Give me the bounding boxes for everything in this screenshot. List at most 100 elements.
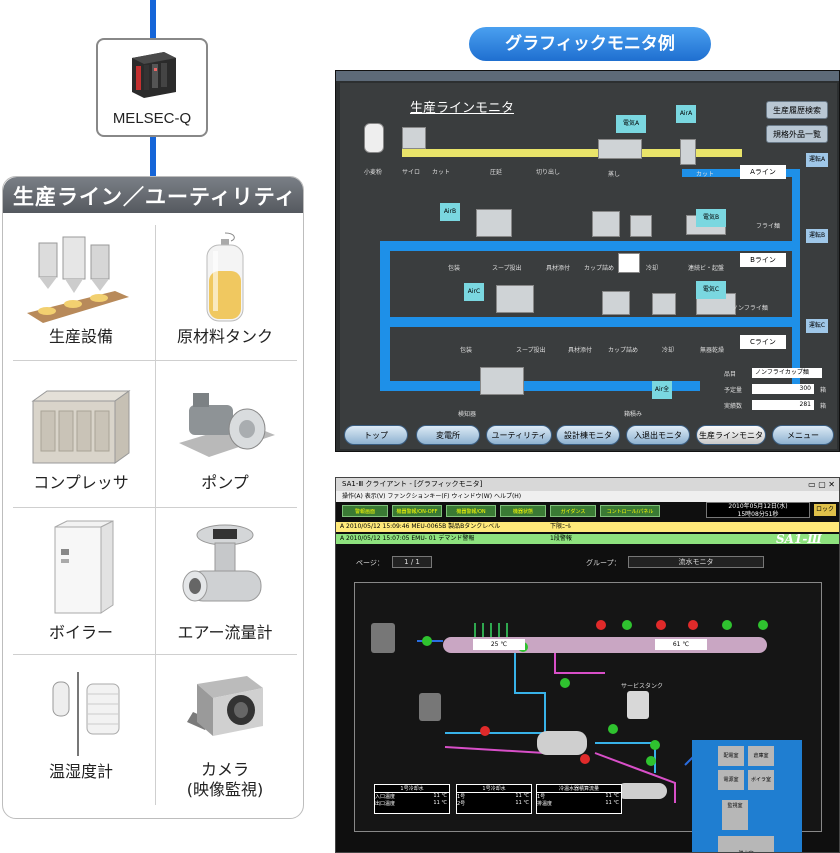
production-history-button[interactable]: 生産履歴検索 xyxy=(766,101,828,119)
grid-divider-2 xyxy=(13,507,297,508)
date-text: 2010年05月12日(水) xyxy=(728,503,788,510)
elec-a-tag[interactable]: 電気A xyxy=(616,115,646,133)
room-monitor[interactable]: 監視室 xyxy=(722,800,748,830)
production-equipment-icon xyxy=(27,236,129,323)
nav-substation[interactable]: 変電所 xyxy=(416,425,480,445)
conveyor-left-vertical xyxy=(380,241,390,391)
item-compressor[interactable]: コンプレッサ xyxy=(11,369,151,513)
datetime-display: 2010年05月12日(水) 15時08分51秒 xyxy=(706,502,810,518)
nav-design-building[interactable]: 設計棟モニタ xyxy=(556,425,620,445)
item-label: カメラ (映像監視) xyxy=(186,760,264,799)
nav-utility[interactable]: ユーティリティ xyxy=(486,425,552,445)
packer-c xyxy=(496,285,534,313)
group-field[interactable]: 流水モニタ xyxy=(628,556,764,568)
conveyor-right-vertical xyxy=(792,169,800,385)
process-label: カット xyxy=(696,171,715,178)
window-titlebar: SA1-Ⅲ クライアント - [グラフィックモニタ] xyxy=(336,478,839,491)
line-a-label: Aライン xyxy=(740,165,786,179)
nav-entry-exit[interactable]: 入退出モニタ xyxy=(626,425,690,445)
run-b-tag[interactable]: 運転B xyxy=(806,229,828,243)
nav-menu[interactable]: メニュー xyxy=(772,425,834,445)
temp-right: 61 ℃ xyxy=(655,639,707,650)
network-line-top xyxy=(150,0,156,38)
conveyor-b xyxy=(380,241,800,251)
cooler-b xyxy=(630,215,652,237)
item-label: ボイラー xyxy=(48,623,113,642)
room-substation[interactable]: 配電室 xyxy=(718,746,744,766)
table-flow-total: 冷温水器積算流量 1号 11 ℃ 排温度 11 ℃ xyxy=(536,784,622,814)
air-c-tag[interactable]: AirC xyxy=(464,283,484,301)
toolbar-alarm-on[interactable]: 機器警報/ON xyxy=(446,505,496,517)
thermo-hygrometer-icon xyxy=(52,672,120,756)
process-label: 冷却 xyxy=(646,265,659,272)
cooler-c xyxy=(652,293,676,315)
alarm-row-1[interactable]: A 2010/05/12 15:09:46 MEU-0065B 製品Bタンクレベ… xyxy=(336,522,839,532)
elec-b-tag[interactable]: 電気B xyxy=(696,209,726,227)
process-label: 検知器 xyxy=(458,411,477,418)
boiler-icon xyxy=(54,520,114,614)
toolbar-control-panel[interactable]: コントロール/パネル xyxy=(600,505,660,517)
table-row: 出口温度 11 ℃ xyxy=(375,800,447,807)
toolbar-guidance[interactable]: ガイダンス xyxy=(550,505,596,517)
nav-production-line[interactable]: 生産ラインモニタ xyxy=(696,425,766,445)
toolbar-alarm-screen[interactable]: 警報画面 xyxy=(342,505,388,517)
item-pump[interactable]: ポンプ xyxy=(155,369,295,513)
conveyor-a xyxy=(402,149,742,157)
item-production-equipment[interactable]: 生産設備 xyxy=(11,223,151,367)
item-label: 生産設備 xyxy=(48,327,113,346)
plan-unit: 箱 xyxy=(820,387,827,394)
nonstandard-list-button[interactable]: 規格外品一覧 xyxy=(766,125,828,143)
cup-filler-b xyxy=(592,211,620,237)
cutter-machine xyxy=(402,127,426,149)
menu-bar[interactable]: 操作(A) 表示(V) ファンクションキー(F) ウィンドウ(W) ヘルプ(H) xyxy=(336,491,839,502)
process-label: カット xyxy=(432,169,451,176)
run-c-tag[interactable]: 運転C xyxy=(806,319,828,333)
run-a-tag[interactable]: 運転A xyxy=(806,153,828,167)
panel-header: 生産ライン／ユーティリティ xyxy=(3,177,303,213)
toolbar-alarm-onoff[interactable]: 機器警報/ON-OFF xyxy=(392,505,442,517)
item-label: 温湿度計 xyxy=(48,762,113,781)
room-power[interactable]: 電源室 xyxy=(718,770,744,790)
table-row: 入口温度 11 ℃ xyxy=(375,793,447,800)
packer-b xyxy=(476,209,512,237)
elec-c-tag[interactable]: 電気C xyxy=(696,281,726,299)
actual-value: 281 xyxy=(752,400,814,410)
table-cooling-2: 1号冷却水 1号 11 ℃ 2号 11 ℃ xyxy=(456,784,532,814)
nav-top[interactable]: トップ xyxy=(344,425,408,445)
conveyor-c xyxy=(380,317,800,327)
plc-device-card[interactable]: MELSEC-Q xyxy=(96,38,208,137)
actual-unit: 箱 xyxy=(820,403,827,410)
alarm-row-2[interactable]: A 2010/05/12 15:07:05 EMU- 01 デマンド警報 1段警… xyxy=(336,534,839,544)
panel-title: 生産ライン／ユーティリティ xyxy=(13,185,297,209)
air-flowmeter-icon xyxy=(182,524,262,602)
room-boiler[interactable]: ボイラ室 xyxy=(748,770,774,790)
item-thermo-hygrometer[interactable]: 温湿度計 xyxy=(11,664,151,808)
time-text: 15時08分51秒 xyxy=(737,511,779,518)
room-storage[interactable]: 倉庫室 xyxy=(748,746,774,766)
process-label: カップ詰め xyxy=(584,265,615,272)
material-tank-icon xyxy=(206,232,244,322)
item-label: エアー流量計 xyxy=(177,623,273,642)
lock-button[interactable]: ロック xyxy=(814,504,836,516)
alarm-status: 1段警報 xyxy=(550,535,572,542)
flow-diagram: 25 ℃ 61 ℃ サービスタンク 配電室 倉庫室 電源室 ボイラ室 監視室 脱… xyxy=(354,582,822,852)
cup-filler-c xyxy=(602,291,630,315)
process-label: スープ投出 xyxy=(516,347,546,354)
brand-label: SA1-Ⅲ xyxy=(776,532,822,546)
air-all-tag[interactable]: Air全 xyxy=(652,381,672,399)
air-b-tag[interactable]: AirB xyxy=(440,203,460,221)
item-boiler[interactable]: ボイラー xyxy=(11,517,151,661)
cut-machine-2 xyxy=(680,139,696,165)
table-title: 1号冷却水 xyxy=(457,785,531,793)
page-label: ページ： xyxy=(356,559,384,567)
item-label: 原材料タンク xyxy=(176,327,273,346)
air-a-tag[interactable]: AirA xyxy=(676,105,696,123)
toolbar-equipment-state[interactable]: 機器状態 xyxy=(500,505,546,517)
item-material-tank[interactable]: 原材料タンク xyxy=(155,223,295,367)
item-air-flowmeter[interactable]: エアー流量計 xyxy=(155,517,295,661)
room-dehydrate[interactable]: 脱水室 xyxy=(718,836,774,852)
detector-machine xyxy=(480,367,524,395)
table-row: 排温度 11 ℃ xyxy=(537,800,619,807)
item-camera[interactable]: カメラ (映像監視) xyxy=(155,664,295,808)
process-label: 切り出し xyxy=(536,169,561,176)
